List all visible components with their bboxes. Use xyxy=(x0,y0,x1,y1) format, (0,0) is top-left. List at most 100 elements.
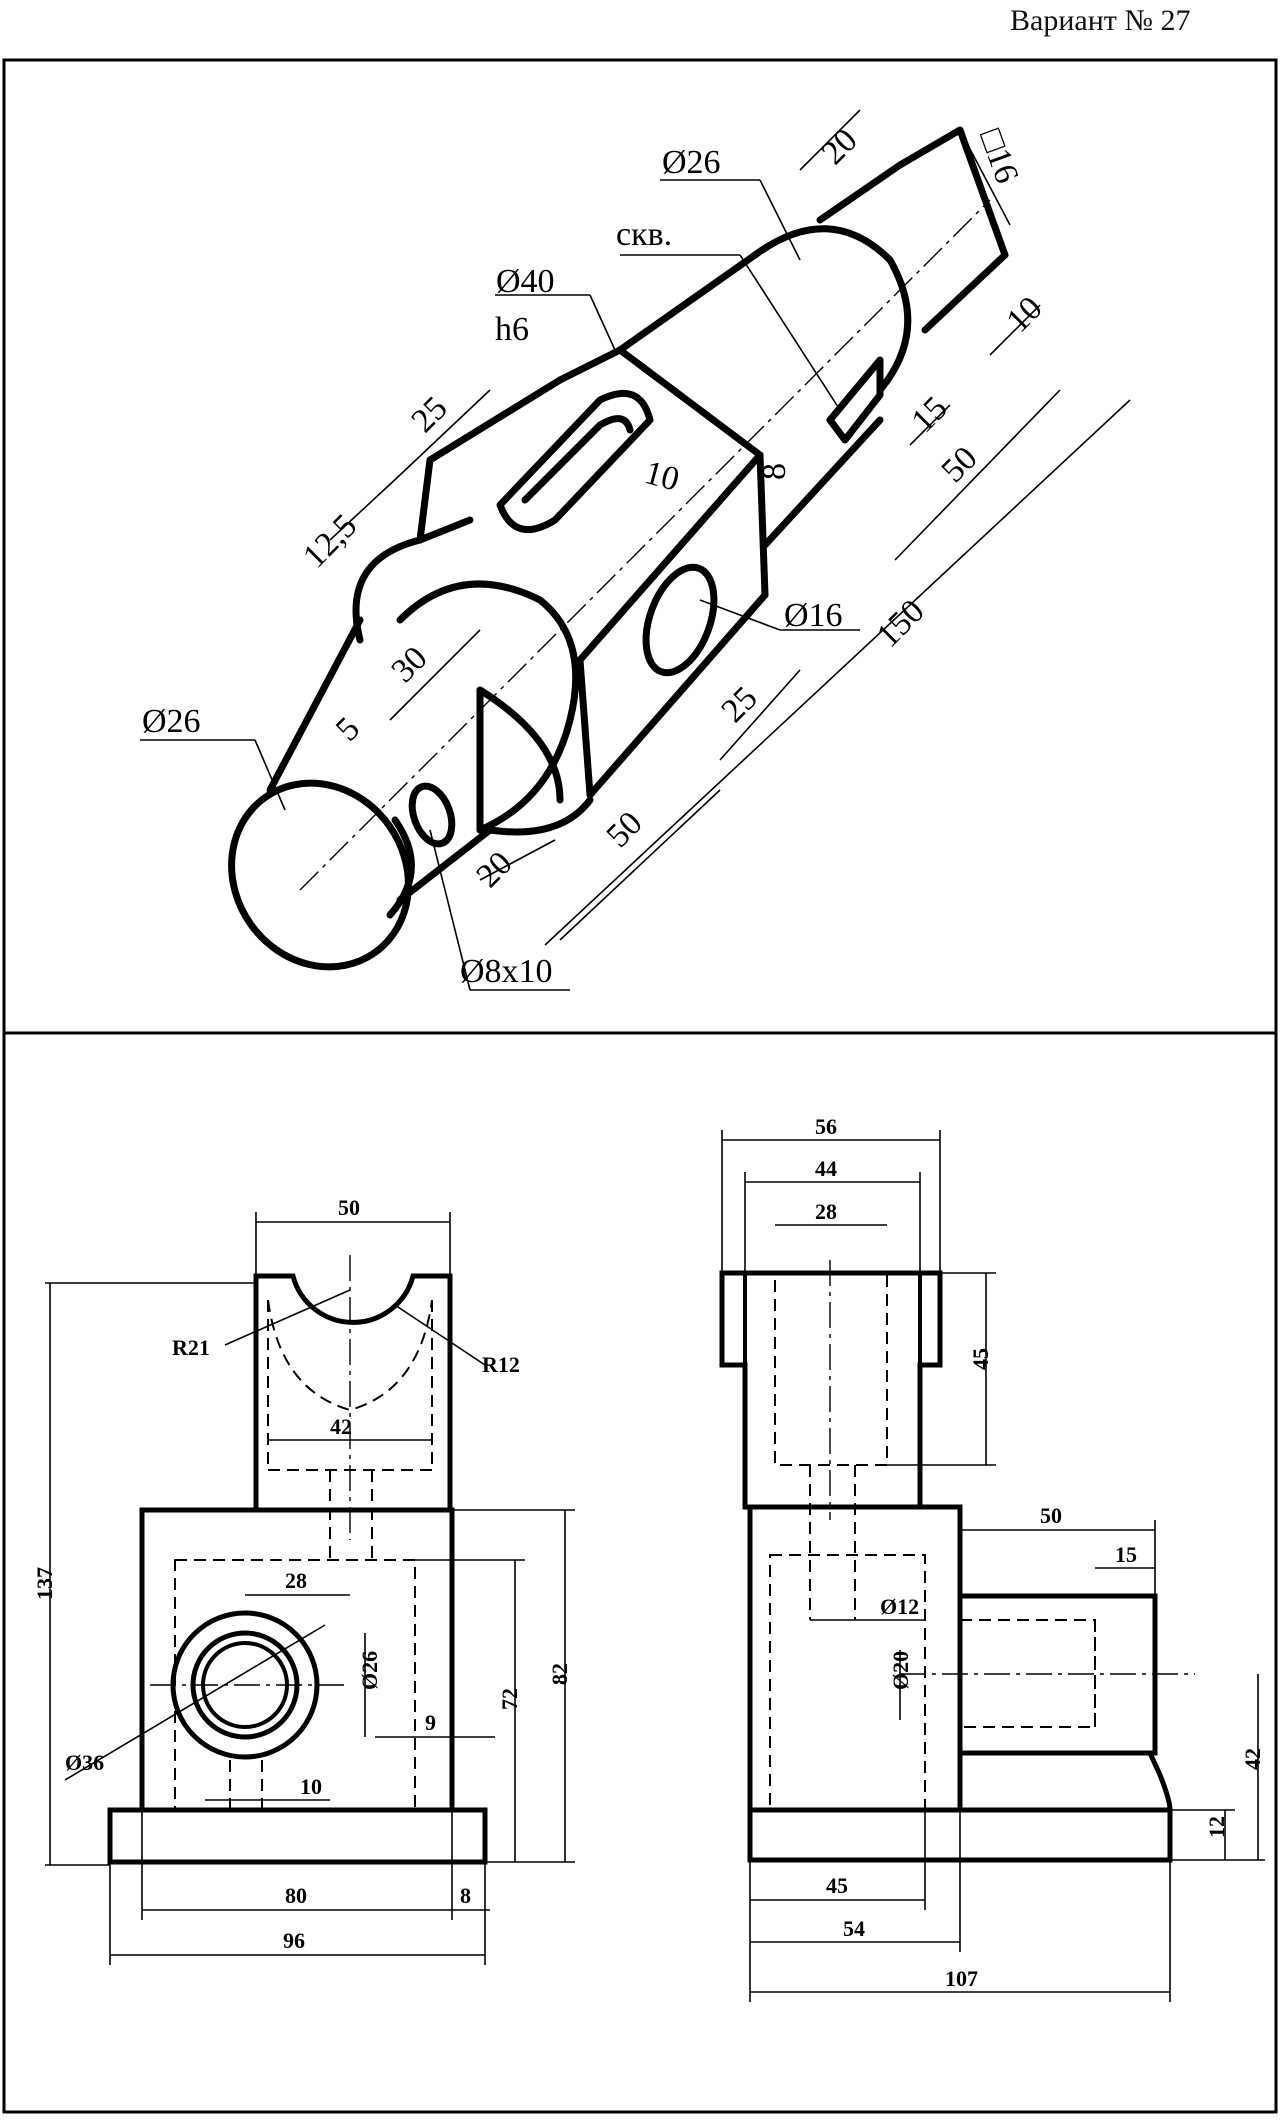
front-label-8: 8 xyxy=(460,1883,471,1908)
dim-50-right xyxy=(894,389,1061,561)
leader-d40-b xyxy=(589,294,616,351)
side-label-54: 54 xyxy=(843,1916,865,1941)
front-base xyxy=(107,1807,488,1865)
square-end-top2 xyxy=(896,126,964,169)
front-label-50: 50 xyxy=(338,1195,360,1220)
side-label-44: 44 xyxy=(815,1156,837,1181)
iso-label-5: 5 xyxy=(329,710,367,748)
leader-d26-top-b xyxy=(759,179,801,261)
leader-d26-left-b xyxy=(254,739,286,811)
side-protrusion-hidden xyxy=(959,1619,1096,1728)
dim-30 xyxy=(389,629,481,721)
front-middle-block xyxy=(139,1507,455,1813)
block-front-vertical xyxy=(576,656,594,799)
iso-label-20-bottom: 20 xyxy=(469,845,519,895)
side-label-42: 42 xyxy=(1240,1748,1265,1770)
front-leader-r12 xyxy=(394,1304,486,1366)
sheet-frame xyxy=(2,58,1278,2114)
side-view xyxy=(719,1130,1265,2002)
shaft-end-face xyxy=(228,779,412,971)
top-slot xyxy=(496,389,654,533)
dim-150 xyxy=(544,399,1131,946)
front-view xyxy=(45,1212,575,1965)
side-label-d20: Ø20 xyxy=(888,1651,913,1690)
dim-12-5 xyxy=(329,474,401,541)
square-end-bottom xyxy=(921,251,1009,334)
block-top-right xyxy=(616,346,764,459)
shaft-top-edge xyxy=(266,616,364,794)
shaft-flat-curve xyxy=(476,686,564,804)
front-label-r12: R12 xyxy=(482,1352,520,1377)
right-shaft-notch xyxy=(826,356,884,444)
front-label-96: 96 xyxy=(283,1928,305,1953)
dim-25-mid xyxy=(719,669,801,761)
block-upper-right xyxy=(556,346,624,384)
square-end-top xyxy=(816,161,904,224)
dim-sq16 xyxy=(959,129,1011,226)
block-top-left xyxy=(416,516,474,544)
block-bottom-front xyxy=(586,591,769,799)
side-hole xyxy=(642,563,718,677)
side-middle-hidden xyxy=(769,1554,926,1811)
block-upper-edge xyxy=(426,376,564,464)
front-label-10: 10 xyxy=(300,1774,322,1799)
front-upper-fork xyxy=(253,1273,453,1513)
front-label-28: 28 xyxy=(285,1568,307,1593)
front-label-137: 137 xyxy=(32,1567,57,1600)
right-shaft-arc xyxy=(751,225,912,394)
side-protrusion-foot xyxy=(1147,1751,1173,1811)
shaft-bottom-edge xyxy=(396,826,494,904)
iso-label-8: 8 xyxy=(756,463,793,480)
side-label-12: 12 xyxy=(1204,1816,1229,1838)
side-label-d12: Ø12 xyxy=(880,1594,919,1619)
iso-label-d8x10: Ø8x10 xyxy=(460,953,553,990)
iso-label-10-slot: 10 xyxy=(641,454,683,499)
dim-15 xyxy=(909,404,951,446)
side-label-56: 56 xyxy=(815,1114,837,1139)
front-leader-r21 xyxy=(224,1289,351,1346)
side-top-part xyxy=(719,1270,943,1510)
iso-label-skvoz: скв. xyxy=(616,216,672,253)
front-label-80: 80 xyxy=(285,1883,307,1908)
front-label-82: 82 xyxy=(547,1663,572,1685)
dim-20-bottom xyxy=(479,839,556,881)
dim-20-top xyxy=(799,109,861,171)
side-label-15: 15 xyxy=(1115,1542,1137,1567)
block-top-front xyxy=(576,451,764,664)
iso-label-25-top: 25 xyxy=(404,390,454,440)
front-label-72: 72 xyxy=(497,1688,522,1710)
isometric-view xyxy=(140,109,1131,991)
iso-axis xyxy=(299,199,991,891)
iso-label-h6: h6 xyxy=(495,311,529,348)
front-leader-d36 xyxy=(64,1624,326,1781)
dim-25-top xyxy=(399,389,491,476)
dim-10-right xyxy=(989,304,1041,356)
front-label-9: 9 xyxy=(425,1710,436,1735)
iso-label-d40: Ø40 xyxy=(496,263,555,300)
iso-label-50-bottom: 50 xyxy=(599,805,649,855)
side-label-50: 50 xyxy=(1040,1503,1062,1528)
dim-50-bottom xyxy=(559,789,721,941)
side-label-28: 28 xyxy=(815,1199,837,1224)
collar-bottom xyxy=(486,796,594,836)
front-label-d36: Ø36 xyxy=(65,1750,104,1775)
leader-d8x10-b xyxy=(429,829,471,991)
iso-label-10-right: 10 xyxy=(999,290,1049,340)
collar-left-arc xyxy=(352,536,424,644)
side-label-107: 107 xyxy=(945,1966,978,1991)
side-label-45-v: 45 xyxy=(968,1348,993,1370)
right-shaft-bottom xyxy=(761,416,884,549)
shaft-chamfer xyxy=(386,816,415,919)
block-left-edge xyxy=(416,456,434,544)
iso-label-50-right: 50 xyxy=(934,440,984,490)
iso-label-d26-left: Ø26 xyxy=(142,703,201,740)
variant-label: Вариант № 27 xyxy=(1010,4,1191,37)
pin-hole xyxy=(408,782,456,848)
iso-label-20-top: 20 xyxy=(814,122,864,172)
side-top-hidden xyxy=(774,1272,888,1466)
leader-d16-b xyxy=(699,599,781,631)
iso-label-d16: Ø16 xyxy=(784,597,843,634)
front-label-d26: Ø26 xyxy=(357,1651,382,1690)
